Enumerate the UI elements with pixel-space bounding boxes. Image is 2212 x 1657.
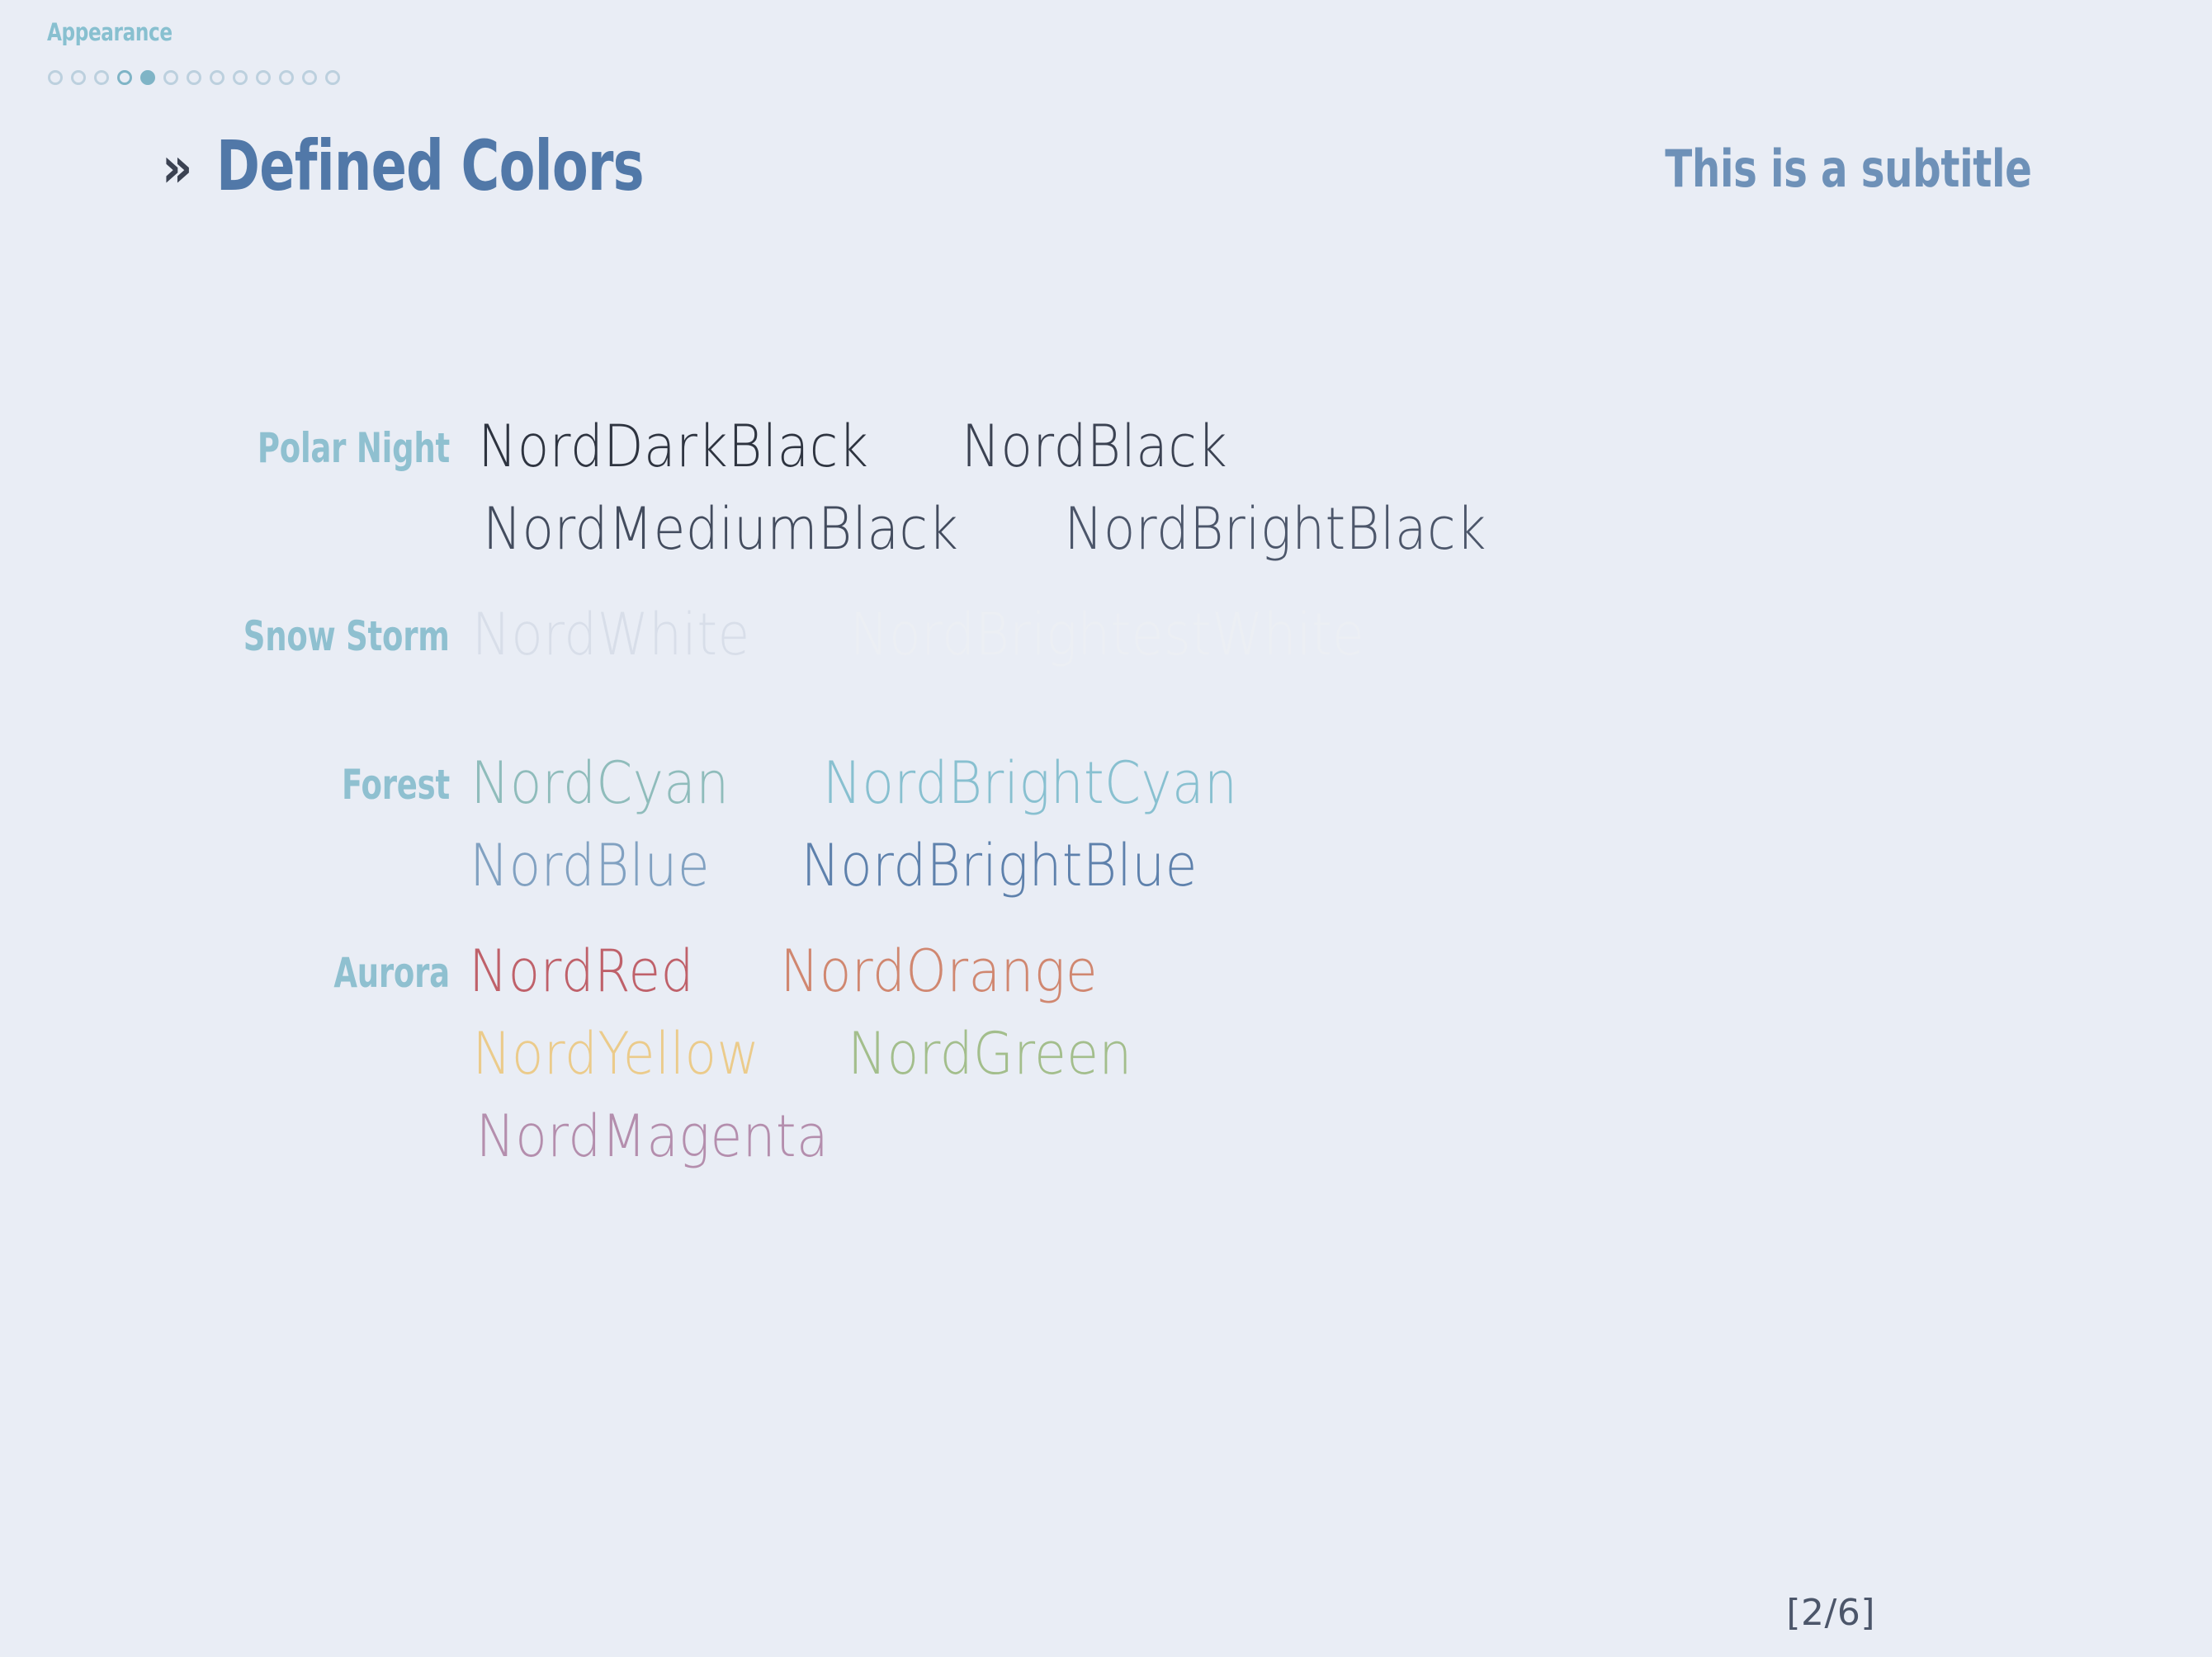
progress-dot-2[interactable] <box>71 70 86 85</box>
color-name-NordBrightBlue: NordBrightBlue <box>801 832 1198 899</box>
color-group-label: Snow Storm <box>243 612 450 660</box>
color-name-NordDarkBlack: NordDarkBlack <box>478 413 869 480</box>
progress-dot-13[interactable] <box>325 70 340 85</box>
color-row: NordMediumBlack NordBrightBlack <box>456 495 1519 578</box>
color-name-NordWhite: NordWhite <box>471 601 750 668</box>
progress-dot-10[interactable] <box>256 70 271 85</box>
title-row: » Defined Colors This is a subtitle <box>0 125 2212 224</box>
color-name-NordMagenta: NordMagenta <box>475 1102 829 1170</box>
progress-dot-1[interactable] <box>48 70 63 85</box>
color-row: NordDarkBlack NordBlack <box>456 413 1519 495</box>
progress-dot-8[interactable] <box>210 70 225 85</box>
progress-dot-3[interactable] <box>94 70 109 85</box>
color-group-label: Polar Night <box>257 424 450 472</box>
color-group-label: Forest <box>342 761 450 809</box>
color-name-NordYellow: NordYellow <box>472 1020 760 1088</box>
color-name-NordMediumBlack: NordMediumBlack <box>483 495 959 563</box>
progress-dots[interactable] <box>48 70 340 85</box>
progress-dot-9[interactable] <box>233 70 248 85</box>
color-row: NordCyan NordBrightCyan <box>456 749 1269 832</box>
color-name-NordBrightCyan: NordBrightCyan <box>822 749 1238 817</box>
color-group-label: Aurora <box>333 949 450 997</box>
color-name-NordBrightBlack: NordBrightBlack <box>1064 495 1487 563</box>
color-name-NordBlack: NordBlack <box>961 413 1227 480</box>
page-subtitle: This is a subtitle <box>1665 139 2033 199</box>
color-group-rows: NordWhite NordBrightestWhite <box>456 601 1401 683</box>
color-name-NordRed: NordRed <box>469 937 694 1005</box>
progress-dot-11[interactable] <box>279 70 294 85</box>
color-name-NordBlue: NordBlue <box>470 832 710 899</box>
color-name-NordBrightestWhite: NordBrightestWhite <box>849 601 1365 668</box>
color-row: NordYellow NordGreen <box>456 1020 1156 1102</box>
color-name-NordCyan: NordCyan <box>470 749 730 817</box>
progress-dot-12[interactable] <box>302 70 317 85</box>
color-name-NordOrange: NordOrange <box>780 937 1098 1005</box>
color-name-NordGreen: NordGreen <box>847 1020 1132 1088</box>
color-group-snow-storm: Snow Storm NordWhite NordBrightestWhite <box>0 601 2212 683</box>
page-number: [2/6] <box>1786 1592 1875 1634</box>
color-row: NordBlue NordBrightBlue <box>456 832 1269 914</box>
color-row: NordRed NordOrange <box>456 937 1156 1020</box>
color-row: NordMagenta <box>456 1102 1156 1185</box>
progress-dot-4[interactable] <box>117 70 132 85</box>
color-row: NordWhite NordBrightestWhite <box>456 601 1401 683</box>
page-title-text: Defined Colors <box>215 125 645 206</box>
progress-dot-6[interactable] <box>163 70 178 85</box>
section-label: Appearance <box>47 18 173 46</box>
chevron-double-right-icon: » <box>162 135 193 201</box>
progress-dot-5[interactable] <box>140 70 155 85</box>
progress-dot-7[interactable] <box>187 70 201 85</box>
page-title: » Defined Colors <box>162 125 778 206</box>
